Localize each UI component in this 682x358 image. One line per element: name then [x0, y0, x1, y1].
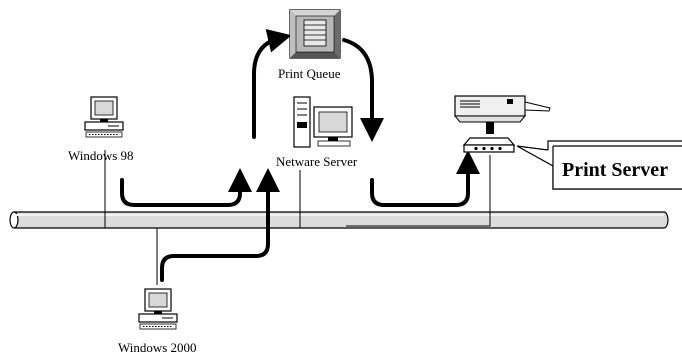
label-windows2000: Windows 2000: [118, 340, 197, 355]
arrow-server-to-printer: [370, 150, 480, 207]
network-cable: [9, 211, 669, 229]
arrow-server-to-queue: [252, 29, 292, 139]
arrow-queue-to-server: [342, 38, 384, 142]
printserver-link: [346, 155, 491, 227]
windows98-computer-icon: [84, 96, 124, 138]
printer-icon: [453, 95, 551, 123]
label-print-queue: Print Queue: [278, 66, 341, 81]
label-windows98: Windows 98: [68, 148, 134, 163]
print-queue-icon: [289, 9, 341, 59]
netware-server-icon: [293, 96, 353, 148]
flow-arrows: [120, 29, 480, 282]
label-print-server: Print Server: [562, 159, 668, 181]
connection-lines: [104, 150, 491, 285]
label-netware-server: Netware Server: [276, 154, 358, 169]
print-server-device-icon: [462, 122, 516, 153]
arrow-win2000-to-server: [160, 168, 280, 282]
arrow-win98-to-server: [120, 168, 252, 207]
win98-link: [104, 150, 346, 229]
windows2000-computer-icon: [138, 288, 178, 330]
print-server-callout: [516, 140, 682, 190]
